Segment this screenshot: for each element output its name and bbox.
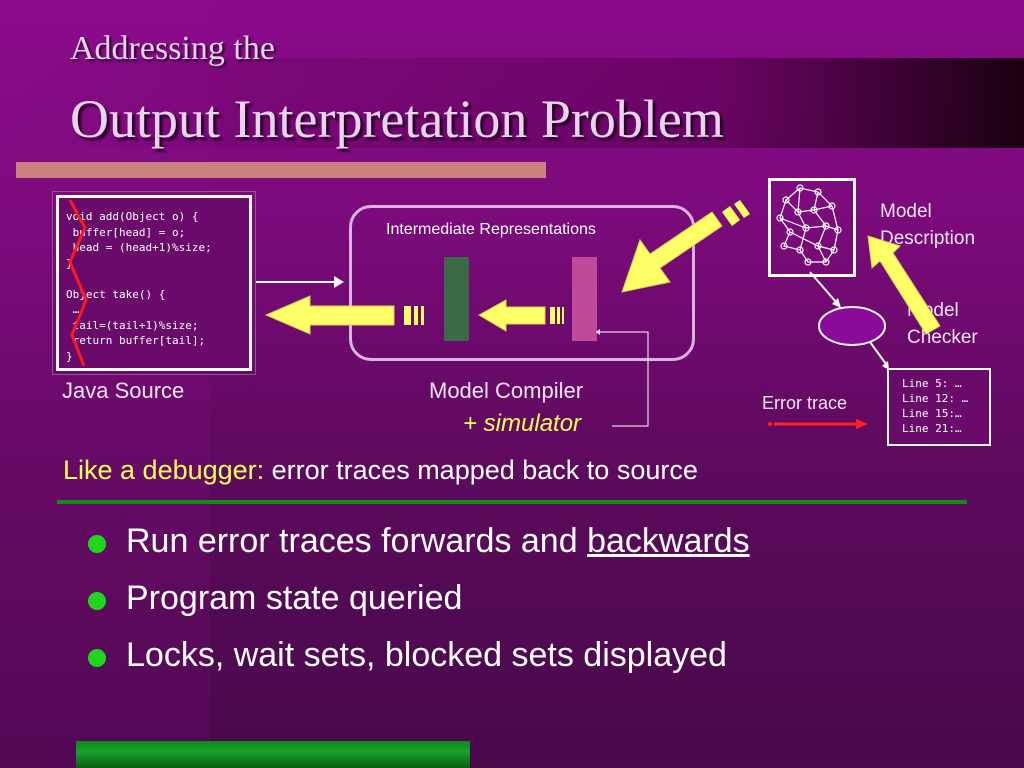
slide-subtitle: Addressing the bbox=[70, 30, 275, 67]
title-band bbox=[0, 58, 1024, 148]
description-to-checker-arrow bbox=[809, 271, 841, 308]
model-checker-oval bbox=[818, 306, 886, 346]
bullet-dot-icon bbox=[88, 649, 106, 667]
simulator-bracket bbox=[600, 331, 649, 427]
slide-title: Output Interpretation Problem bbox=[70, 89, 724, 149]
error-trace-label: Error trace bbox=[762, 393, 848, 413]
model-description-label: Model Description bbox=[880, 201, 976, 249]
summary-highlight: Like a debugger: bbox=[63, 455, 265, 485]
intermediate-rep-green bbox=[444, 257, 469, 341]
section-divider bbox=[57, 500, 967, 504]
intermediate-representations-label: Intermediate Representations bbox=[386, 221, 596, 238]
java-source-label: Java Source bbox=[62, 378, 185, 403]
bullet-list: Run error traces forwards and backwards … bbox=[88, 522, 750, 693]
bullet-item: Run error traces forwards and backwards bbox=[88, 522, 750, 579]
bullet-dot-icon bbox=[88, 592, 106, 610]
checker-to-error-arrow bbox=[869, 341, 889, 370]
back-to-source-arrow bbox=[264, 295, 424, 335]
trace-squiggle bbox=[68, 199, 88, 367]
model-compiler-label: Model Compiler bbox=[429, 378, 584, 403]
model-compiler-panel bbox=[349, 205, 695, 361]
bullet-item: Locks, wait sets, blocked sets displayed bbox=[88, 636, 750, 693]
state-graph-icon bbox=[776, 184, 842, 266]
source-to-compiler-arrow bbox=[256, 276, 344, 288]
summary-rest: error traces mapped back to source bbox=[264, 455, 698, 485]
underlined-word: backwards bbox=[587, 522, 750, 560]
bottom-decoration-bar bbox=[76, 741, 470, 768]
error-trace-arrow bbox=[768, 419, 868, 429]
simulator-label: + simulator bbox=[463, 410, 582, 437]
checker-to-ir-arrow bbox=[621, 200, 750, 293]
bullet-dot-icon bbox=[88, 535, 106, 553]
between-reps-arrow bbox=[477, 299, 564, 332]
java-source-box bbox=[52, 191, 256, 375]
up-to-description-arrow bbox=[867, 235, 941, 335]
summary-line: Like a debugger: error traces mapped bac… bbox=[63, 455, 698, 486]
title-underline-bar bbox=[16, 162, 546, 178]
error-trace-box bbox=[887, 368, 991, 446]
error-trace-lines: Line 5: …Line 12: …Line 15:…Line 21:… bbox=[902, 377, 969, 435]
bullet-item: Program state queried bbox=[88, 579, 750, 636]
intermediate-rep-pink bbox=[572, 257, 597, 341]
